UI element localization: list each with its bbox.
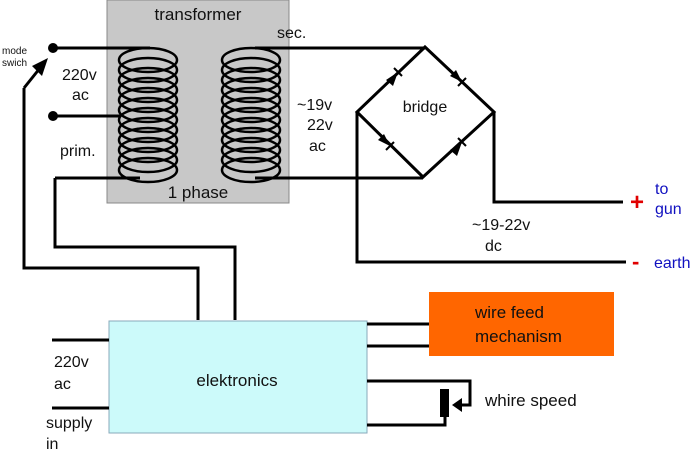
supply-voltage-1: 220v	[54, 354, 89, 371]
diode-icon	[386, 67, 403, 86]
diode-icon	[450, 70, 467, 87]
primary-return-wire	[53, 178, 237, 320]
coil-turn	[220, 66, 282, 94]
secondary-voltage-2: 22v	[307, 117, 333, 134]
coil-turn	[220, 136, 282, 164]
wire-feed-box	[429, 292, 614, 356]
coil-turn	[117, 116, 179, 144]
potentiometer-icon[interactable]	[440, 389, 449, 417]
electronics-box	[108, 320, 368, 434]
bridge-label: bridge	[403, 99, 448, 116]
dc-voltage-1: ~19-22v	[472, 217, 530, 234]
coil-turn	[117, 106, 179, 134]
diode-icon	[378, 134, 395, 151]
supply-label-2: in	[46, 436, 58, 451]
wire-feed-label-1: wire feed	[474, 303, 544, 322]
mode-switch-label-2: swich	[2, 58, 27, 69]
secondary-label: sec.	[277, 25, 306, 42]
plus-sign: +	[630, 189, 644, 216]
wiper-arrow-icon	[452, 398, 462, 412]
coil-turn	[220, 116, 282, 144]
coil-turn	[220, 46, 282, 74]
wire-feed-label-2: mechanism	[475, 327, 562, 346]
secondary-voltage-1: ~19v	[297, 97, 332, 114]
coil-turn	[117, 96, 179, 124]
earth-label: earth	[654, 255, 690, 272]
transformer-footer: 1 phase	[168, 183, 229, 202]
coil-turn	[117, 126, 179, 154]
coil-turn	[220, 156, 282, 184]
coil-turn	[220, 146, 282, 174]
primary-voltage-2: ac	[72, 87, 89, 104]
coil-turn	[220, 56, 282, 84]
secondary-voltage-3: ac	[309, 138, 326, 155]
diode-icon	[450, 137, 467, 156]
coil-turn	[220, 76, 282, 104]
pot-bottom-wire	[367, 417, 447, 427]
mode-switch-wire[interactable]	[22, 88, 200, 320]
coil-turn	[220, 106, 282, 134]
arrow-icon	[32, 58, 48, 76]
coil-turn	[117, 76, 179, 104]
coil-turn	[220, 126, 282, 154]
positive-wire	[492, 112, 623, 204]
to-gun-label-2: gun	[655, 201, 682, 218]
coil-turn	[117, 56, 179, 84]
dc-voltage-2: dc	[485, 238, 502, 255]
coil-turn	[220, 96, 282, 124]
supply-label-1: supply	[46, 415, 92, 432]
pot-wiper-wire	[367, 379, 472, 407]
coil-turn	[117, 146, 179, 174]
coil-turn	[220, 86, 282, 114]
negative-wire	[355, 112, 626, 264]
minus-sign: -	[632, 249, 639, 274]
mode-switch-lever[interactable]	[22, 67, 42, 89]
coil-turn	[117, 66, 179, 94]
coil-turn	[117, 86, 179, 114]
coil-turn	[117, 156, 179, 184]
electronics-label: elektronics	[196, 371, 277, 390]
mode-switch-label-1: mode	[2, 46, 27, 57]
transformer-title: transformer	[155, 5, 242, 24]
bridge-rectifier	[354, 44, 497, 180]
primary-label: prim.	[60, 143, 96, 160]
secondary-coil	[220, 46, 282, 184]
primary-coil	[117, 46, 179, 184]
supply-voltage-2: ac	[54, 376, 71, 393]
primary-voltage-1: 220v	[62, 67, 97, 84]
to-gun-label-1: to	[655, 181, 668, 198]
speed-label: whire speed	[484, 391, 577, 410]
coil-turn	[117, 136, 179, 164]
